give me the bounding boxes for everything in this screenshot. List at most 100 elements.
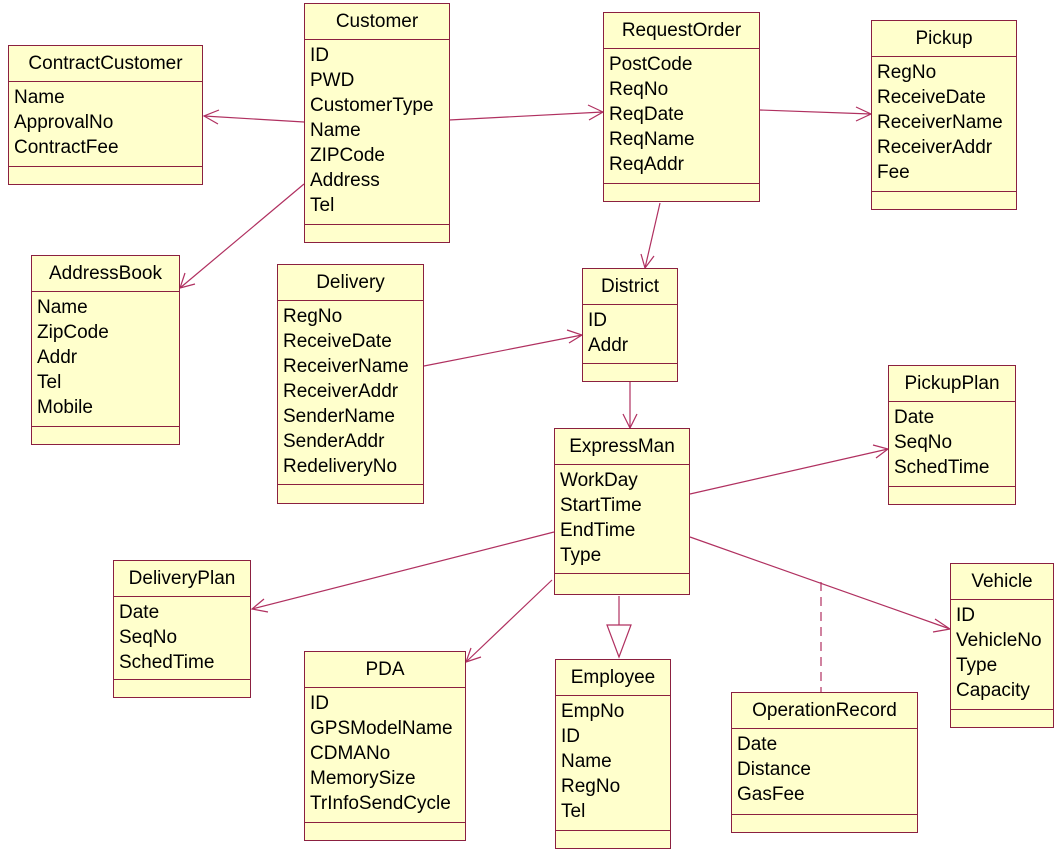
attribute: Capacity xyxy=(956,680,1030,701)
class-pickup-plan[interactable]: PickupPlan Date SeqNo SchedTime xyxy=(888,365,1016,505)
attribute-list: RegNo ReceiveDate ReceiverName ReceiverA… xyxy=(872,57,1016,192)
attribute: SchedTime xyxy=(894,457,990,478)
attribute-list: Name ZipCode Addr Tel Mobile xyxy=(32,292,179,427)
class-name: Employee xyxy=(556,660,670,696)
attribute: SeqNo xyxy=(119,627,178,648)
class-name: DeliveryPlan xyxy=(114,561,250,597)
attribute: ReceiverName xyxy=(283,356,409,377)
class-contract-customer[interactable]: ContractCustomer Name ApprovalNo Contrac… xyxy=(8,45,203,185)
attribute: Addr xyxy=(588,335,629,356)
attribute: ReceiverName xyxy=(877,112,1003,133)
class-name: Vehicle xyxy=(951,564,1053,600)
attribute: RegNo xyxy=(283,306,343,327)
class-customer[interactable]: Customer ID PWD CustomerType Name ZIPCod… xyxy=(304,3,450,243)
attribute-list: Date SeqNo SchedTime xyxy=(889,402,1015,487)
attribute: SenderAddr xyxy=(283,431,385,452)
attribute: ID xyxy=(956,605,975,626)
attribute: ReceiveDate xyxy=(283,331,392,352)
class-request-order[interactable]: RequestOrder PostCode ReqNo ReqDate ReqN… xyxy=(603,12,760,202)
attribute: EmpNo xyxy=(561,701,625,722)
class-address-book[interactable]: AddressBook Name ZipCode Addr Tel Mobile xyxy=(31,255,180,445)
link-express-man-vehicle xyxy=(689,536,952,633)
attribute-list: ID VehicleNo Type Capacity xyxy=(951,600,1053,710)
attribute: ID xyxy=(310,45,329,66)
attribute: Mobile xyxy=(37,397,93,418)
attribute: Name xyxy=(561,751,612,772)
attribute: VehicleNo xyxy=(956,630,1042,651)
attribute: ReqName xyxy=(609,129,695,150)
attribute: PostCode xyxy=(609,54,693,75)
link-request-order-pickup xyxy=(759,106,873,122)
attribute-list: ID Addr xyxy=(583,305,677,364)
class-operation-record[interactable]: OperationRecord Date Distance GasFee xyxy=(731,692,918,833)
attribute: Date xyxy=(894,407,935,428)
attribute: ReceiveDate xyxy=(877,87,986,108)
attribute: SenderName xyxy=(283,406,395,427)
attribute: Address xyxy=(310,170,380,191)
class-name: OperationRecord xyxy=(732,693,917,729)
attribute: Date xyxy=(119,602,160,623)
attribute: Distance xyxy=(737,759,811,780)
class-name: ContractCustomer xyxy=(9,46,202,82)
attribute-list: Date SeqNo SchedTime xyxy=(114,597,250,680)
class-name: Pickup xyxy=(872,21,1016,57)
attribute: ContractFee xyxy=(14,137,119,158)
attribute: GasFee xyxy=(737,784,805,805)
attribute: ReceiverAddr xyxy=(877,137,993,158)
attribute: SchedTime xyxy=(119,652,215,673)
attribute-list: PostCode ReqNo ReqDate ReqName ReqAddr xyxy=(604,49,759,184)
attribute: ReqDate xyxy=(609,104,684,125)
attribute: Name xyxy=(14,87,65,108)
class-name: Delivery xyxy=(278,265,423,301)
link-delivery-district xyxy=(423,329,584,367)
attribute: Tel xyxy=(37,372,62,393)
class-district[interactable]: District ID Addr xyxy=(582,268,678,382)
class-express-man[interactable]: ExpressMan WorkDay StartTime EndTime Typ… xyxy=(554,428,690,595)
class-pickup[interactable]: Pickup RegNo ReceiveDate ReceiverName Re… xyxy=(871,20,1017,210)
attribute: ReqNo xyxy=(609,79,669,100)
link-customer-address-book xyxy=(179,183,305,289)
attribute: Name xyxy=(37,297,88,318)
attribute: ApprovalNo xyxy=(14,112,114,133)
class-delivery-plan[interactable]: DeliveryPlan Date SeqNo SchedTime xyxy=(113,560,251,698)
class-delivery[interactable]: Delivery RegNo ReceiveDate ReceiverName … xyxy=(277,264,424,504)
attribute: Fee xyxy=(877,162,910,183)
attribute: Tel xyxy=(561,801,586,822)
attribute-list: Date Distance GasFee xyxy=(732,729,917,815)
attribute: RegNo xyxy=(561,776,621,797)
attribute: StartTime xyxy=(560,495,642,516)
class-name: PDA xyxy=(305,652,465,688)
attribute: Name xyxy=(310,120,361,141)
link-district-express-man xyxy=(622,382,638,430)
link-express-man-pickup-plan xyxy=(689,444,890,495)
attribute: WorkDay xyxy=(560,470,638,491)
class-employee[interactable]: Employee EmpNo ID Name RegNo Tel xyxy=(555,659,671,849)
class-name: RequestOrder xyxy=(604,13,759,49)
attribute: RedeliveryNo xyxy=(283,456,398,477)
attribute: Type xyxy=(956,655,998,676)
class-name: AddressBook xyxy=(32,256,179,292)
attribute: ReceiverAddr xyxy=(283,381,399,402)
attribute: GPSModelName xyxy=(310,718,453,739)
attribute-list: RegNo ReceiveDate ReceiverName ReceiverA… xyxy=(278,301,423,485)
link-customer-contract-customer xyxy=(202,109,305,125)
attribute: EndTime xyxy=(560,520,636,541)
attribute: ZipCode xyxy=(37,322,109,343)
attribute-list: WorkDay StartTime EndTime Type xyxy=(555,465,689,574)
attribute-list: ID PWD CustomerType Name ZIPCode Address… xyxy=(305,40,449,225)
attribute: ZIPCode xyxy=(310,145,385,166)
class-name: Customer xyxy=(305,4,449,40)
class-name: District xyxy=(583,269,677,305)
attribute-list: ID GPSModelName CDMANo MemorySize TrInfo… xyxy=(305,688,465,823)
link-customer-request-order xyxy=(448,104,605,121)
attribute: TrInfoSendCycle xyxy=(310,793,451,814)
link-request-order-district xyxy=(640,202,661,270)
attribute: Type xyxy=(560,545,602,566)
class-vehicle[interactable]: Vehicle ID VehicleNo Type Capacity xyxy=(950,563,1054,728)
class-pda[interactable]: PDA ID GPSModelName CDMANo MemorySize Tr… xyxy=(304,651,466,841)
attribute: ID xyxy=(310,693,329,714)
link-express-man-delivery-plan xyxy=(250,531,555,613)
attribute-list: EmpNo ID Name RegNo Tel xyxy=(556,696,670,831)
